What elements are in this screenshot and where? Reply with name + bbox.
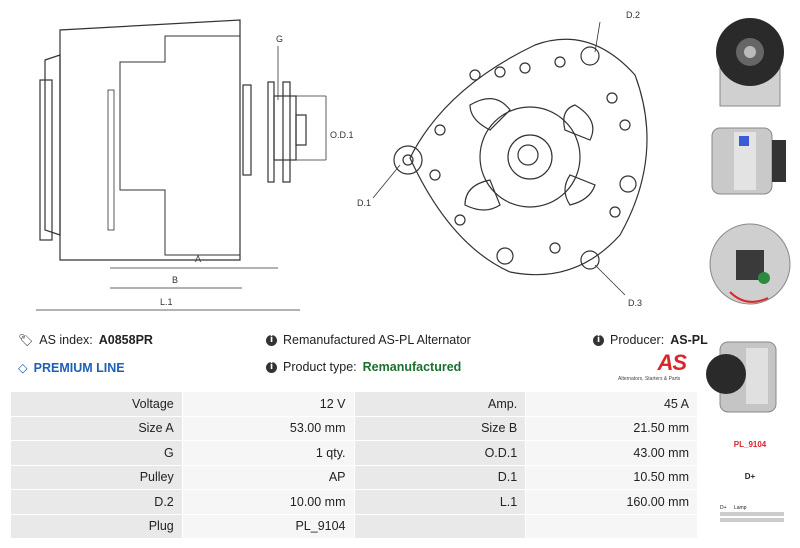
spec-label: L.1 [353,489,527,515]
as-index: 🏷 AS index: A0858PR [18,333,153,347]
spec-label: D.2 [10,489,183,515]
product-description: i Remanufactured AS-PL Alternator [266,333,471,347]
label-b: B [172,275,178,285]
producer-label: Producer: [610,333,665,347]
premium-line: ◇ PREMIUM LINE [18,360,125,375]
plug-terminal: D+ [744,472,756,481]
spec-label: Amp. [353,391,527,417]
label-od1: O.D.1 [330,130,354,140]
as-index-value: A0858PR [98,333,153,347]
spec-value: 1 qty. [181,440,355,466]
label-l1: L.1 [160,297,173,307]
tag-icon: 🏷 [18,333,34,347]
product-photo-angle [706,341,777,413]
spec-label: O.D.1 [353,440,527,466]
product-photo-front [716,18,784,107]
info-icon: i [266,334,277,346]
spec-label: Size B [353,415,527,441]
label-d2: D.2 [626,10,640,20]
lamp-col2: Lamp [734,505,747,511]
product-photo-side [711,127,786,195]
product-photo-rear [709,223,791,305]
spec-value: 45 A [525,391,698,417]
spec-value: PL_9104 [181,513,355,539]
product-type-label: Product type: [283,360,357,374]
asl-logo: AS Alternators, Starters & Parts [614,350,698,384]
front-view [372,21,648,296]
producer-value: AS-PL [670,333,708,347]
product-type: i Product type: Remanufactured [266,360,461,374]
producer: i Producer: AS-PL [593,333,708,347]
spec-label: D.1 [353,464,527,490]
premium-text: PREMIUM LINE [33,360,125,375]
diamond-icon: ◇ [18,360,28,375]
label-d3: D.3 [628,298,642,308]
plug-name: PL_9104 [733,440,767,449]
spec-value: 21.50 mm [525,415,698,441]
info-icon: i [266,361,277,373]
label-d1: D.1 [357,198,371,208]
label-a: A [195,254,201,264]
spec-label: Size A [10,415,183,441]
spec-label: Pulley [10,464,183,490]
spec-label [353,513,527,539]
info-icon: i [593,334,604,346]
spec-value [525,513,698,539]
technical-drawing: G O.D.1 A B L.1 D.2 D.1 D.3 [36,10,648,311]
label-g: G [276,34,283,44]
spec-value: 53.00 mm [181,415,355,441]
description-text: Remanufactured AS-PL Alternator [283,333,471,347]
lamp-col1: D+ [720,505,727,511]
logo-mark: AS [657,350,687,375]
spec-value: 12 V [181,391,355,417]
spec-label: G [10,440,183,466]
spec-value: 10.50 mm [525,464,698,490]
spec-label: Plug [10,513,183,539]
as-index-label: AS index: [39,333,93,347]
spec-value: 43.00 mm [525,440,698,466]
product-type-value: Remanufactured [362,360,462,374]
plug-lamp-table: D+ Lamp [720,505,786,523]
side-view [36,19,327,311]
spec-value: 160.00 mm [525,489,698,515]
spec-value: AP [181,464,355,490]
spec-label: Voltage [10,391,183,417]
logo-tagline: Alternators, Starters & Parts [618,376,681,382]
lamp-bar [720,512,784,516]
lamp-bar [720,518,784,522]
spec-value: 10.00 mm [181,489,355,515]
